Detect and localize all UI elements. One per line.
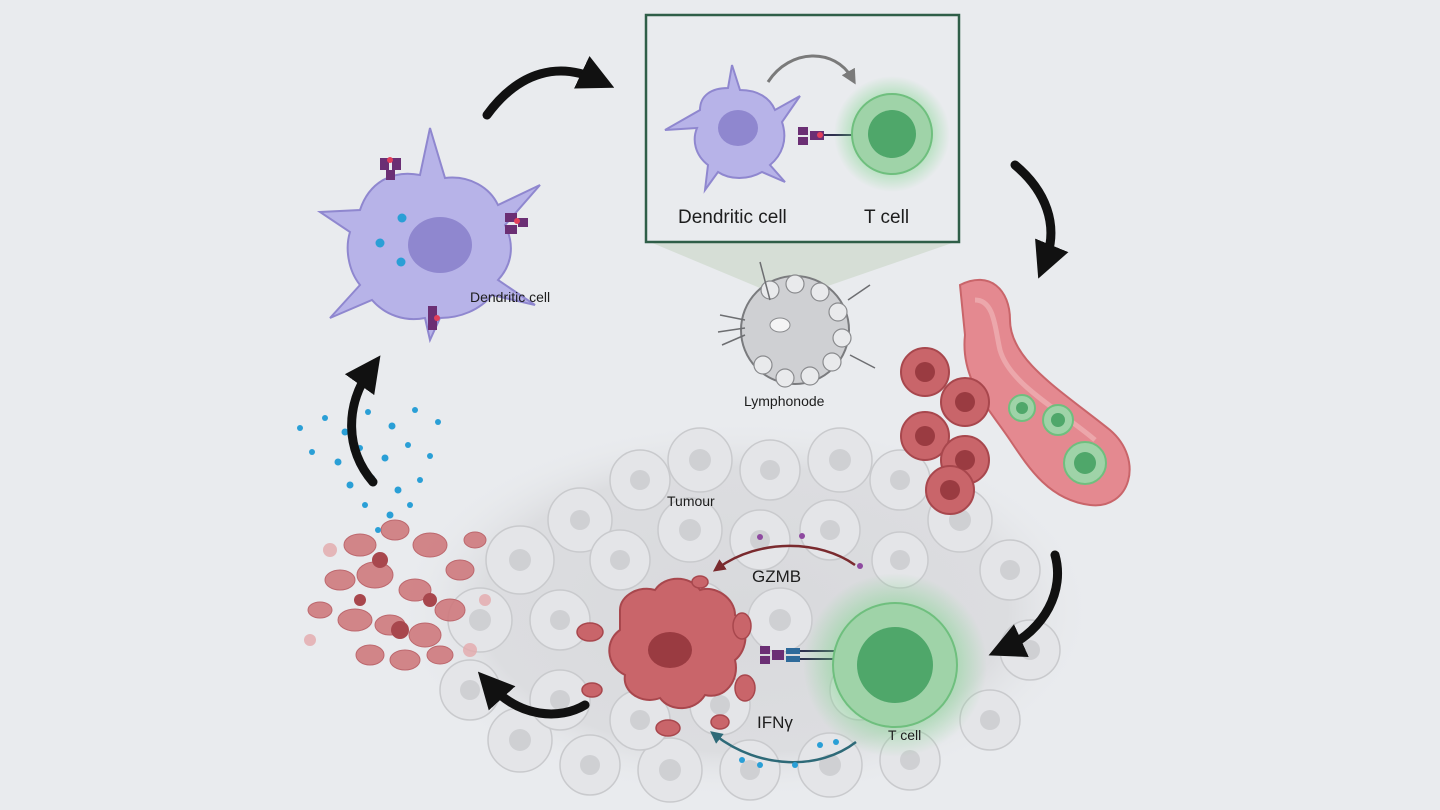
blood-vessel — [958, 279, 1131, 507]
t-cell-bottom — [803, 573, 987, 757]
dendritic-cell-left-label: Dendritic cell — [470, 289, 550, 305]
inset-t-cell — [834, 76, 950, 192]
gzmb-label: GZMB — [752, 567, 801, 586]
cycle-arrow-debris-to-dc — [344, 355, 381, 487]
tumour-mass — [395, 420, 1095, 803]
cycle-arrow-tumour-to-debris — [477, 671, 590, 719]
released-antigens — [297, 407, 441, 533]
lymph-node-inset: Dendritic cell T cell — [644, 13, 961, 288]
ifng-label: IFNγ — [757, 713, 793, 732]
gzmb-arrow — [712, 544, 856, 572]
dendritic-cell-left — [316, 127, 541, 344]
cycle-arrows — [344, 56, 1069, 719]
cycle-arrow-inset-to-vessel — [1010, 160, 1069, 279]
tumour-cells-cluster — [900, 347, 990, 515]
cycle-arrow-dc-to-inset — [482, 56, 615, 120]
activation-arrow — [766, 54, 856, 85]
ifng-arrow — [710, 731, 857, 764]
dying-tumour-cell — [576, 575, 836, 737]
lymph-node — [717, 261, 876, 388]
tumour-label: Tumour — [667, 493, 715, 509]
granzyme-dots — [757, 533, 863, 569]
inset-t-cell-label: T cell — [864, 207, 909, 228]
inset-dendritic-cell-label: Dendritic cell — [678, 207, 787, 228]
t-cell-bottom-label: T cell — [888, 727, 921, 743]
t-cell-in-vessel — [1008, 394, 1107, 485]
interferon-dots — [739, 739, 839, 768]
dead-tumour-debris — [304, 519, 491, 671]
mhc-receptor — [380, 158, 528, 330]
lymphonode-label: Lymphonode — [744, 393, 825, 409]
cycle-arrow-vessel-to-tcell — [988, 550, 1063, 658]
